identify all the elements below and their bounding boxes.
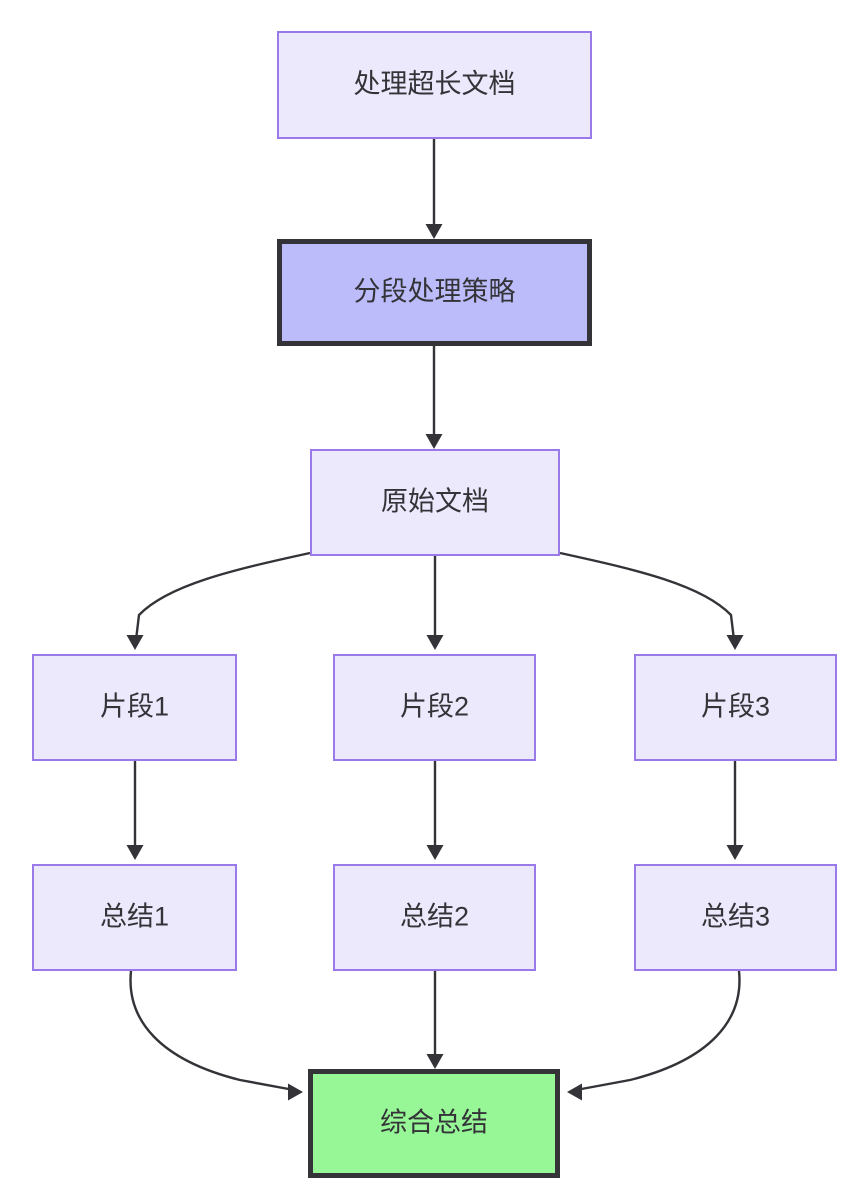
arrowhead xyxy=(288,1083,303,1101)
node-n3[interactable]: 原始文档 xyxy=(310,449,560,556)
arrowhead xyxy=(426,1054,444,1069)
node-shape[interactable] xyxy=(310,449,560,556)
edge-n4-to-n7 xyxy=(126,761,144,860)
edges-layer xyxy=(126,139,744,1101)
node-shape[interactable] xyxy=(32,864,237,971)
node-n4[interactable]: 片段1 xyxy=(32,654,237,761)
node-label: 总结3 xyxy=(701,902,770,932)
node-label: 处理超长文档 xyxy=(354,69,516,99)
arrowhead xyxy=(426,845,444,860)
node-label: 原始文档 xyxy=(381,487,489,517)
arrowhead xyxy=(567,1083,582,1101)
arrowhead xyxy=(425,224,443,239)
node-shape[interactable] xyxy=(333,654,536,761)
arrowhead xyxy=(126,635,144,650)
edge-n2-to-n3 xyxy=(425,346,443,449)
edge-n7-to-n10 xyxy=(129,970,303,1101)
node-n1[interactable]: 处理超长文档 xyxy=(277,31,592,139)
edge-n8-to-n10 xyxy=(426,971,444,1069)
node-shape[interactable] xyxy=(634,864,837,971)
node-label: 片段3 xyxy=(701,692,770,722)
node-shape[interactable] xyxy=(277,239,592,346)
node-shape[interactable] xyxy=(308,1069,560,1178)
node-n8[interactable]: 总结2 xyxy=(333,864,536,971)
node-shape[interactable] xyxy=(333,864,536,971)
edge-n5-to-n8 xyxy=(426,761,444,860)
node-shape[interactable] xyxy=(634,654,837,761)
edge-n9-to-n10 xyxy=(567,970,741,1101)
edge-n3-to-n5 xyxy=(426,556,444,650)
node-n5[interactable]: 片段2 xyxy=(333,654,536,761)
node-label: 总结1 xyxy=(100,902,169,932)
arrowhead xyxy=(426,635,444,650)
node-n6[interactable]: 片段3 xyxy=(634,654,837,761)
node-label: 分段处理策略 xyxy=(354,277,516,307)
node-shape[interactable] xyxy=(277,31,592,139)
node-n9[interactable]: 总结3 xyxy=(634,864,837,971)
node-label: 综合总结 xyxy=(380,1108,488,1138)
node-label: 总结2 xyxy=(400,902,469,932)
node-label: 片段2 xyxy=(400,692,469,722)
edge-n3-to-n4 xyxy=(126,551,311,650)
node-n10[interactable]: 综合总结 xyxy=(308,1069,560,1178)
edge-n3-to-n6 xyxy=(559,551,744,650)
arrowhead xyxy=(726,635,744,650)
edge-n6-to-n9 xyxy=(726,761,744,860)
edge-n1-to-n2 xyxy=(425,139,443,239)
arrowhead xyxy=(726,845,744,860)
node-n2[interactable]: 分段处理策略 xyxy=(277,239,592,346)
node-shape[interactable] xyxy=(32,654,237,761)
arrowhead xyxy=(126,845,144,860)
node-n7[interactable]: 总结1 xyxy=(32,864,237,971)
arrowhead xyxy=(425,434,443,449)
node-label: 片段1 xyxy=(100,692,169,722)
